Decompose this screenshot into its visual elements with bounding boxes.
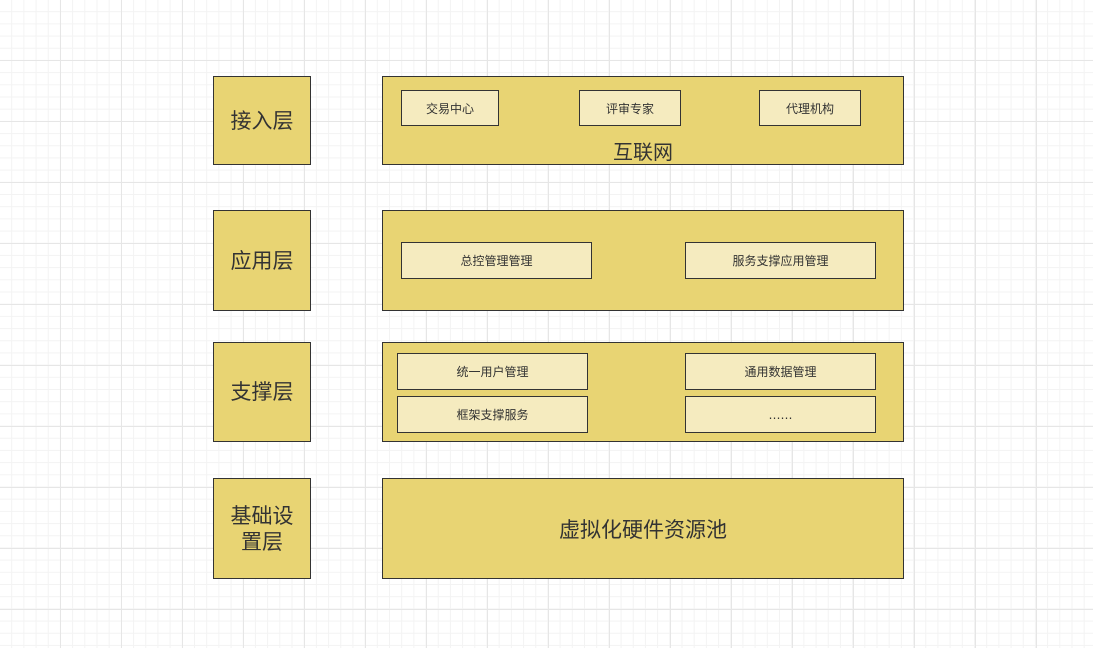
access-layer-container: 交易中心 评审专家 代理机构 互联网 [382, 76, 904, 165]
application-layer-container: 总控管理管理 服务支撑应用管理 [382, 210, 904, 311]
support-item-common-data: 通用数据管理 [685, 353, 876, 390]
layer-label-support-text: 支撑层 [230, 380, 294, 404]
infrastructure-layer-container: 虚拟化硬件资源池 [382, 478, 904, 579]
layer-label-infrastructure: 基础设置层 [213, 478, 311, 579]
layer-label-access: 接入层 [213, 76, 311, 165]
application-item-service-support: 服务支撑应用管理 [685, 242, 876, 279]
access-item-agency: 代理机构 [759, 90, 861, 126]
support-layer-container: 统一用户管理 通用数据管理 框架支撑服务 …… [382, 342, 904, 442]
layer-label-application: 应用层 [213, 210, 311, 311]
access-item-review-experts: 评审专家 [579, 90, 681, 126]
application-item-master-control: 总控管理管理 [401, 242, 592, 279]
support-item-ellipsis: …… [685, 396, 876, 433]
infrastructure-caption: 虚拟化硬件资源池 [559, 517, 727, 542]
layer-label-application-text: 应用层 [230, 248, 294, 273]
layer-label-support: 支撑层 [213, 342, 311, 442]
layer-label-infrastructure-text: 基础设置层 [230, 503, 294, 554]
support-item-unified-user: 统一用户管理 [397, 353, 588, 390]
access-item-trading-center: 交易中心 [401, 90, 499, 126]
access-layer-caption: 互联网 [613, 140, 673, 164]
support-item-framework: 框架支撑服务 [397, 396, 588, 433]
layer-label-access-text: 接入层 [230, 108, 294, 133]
